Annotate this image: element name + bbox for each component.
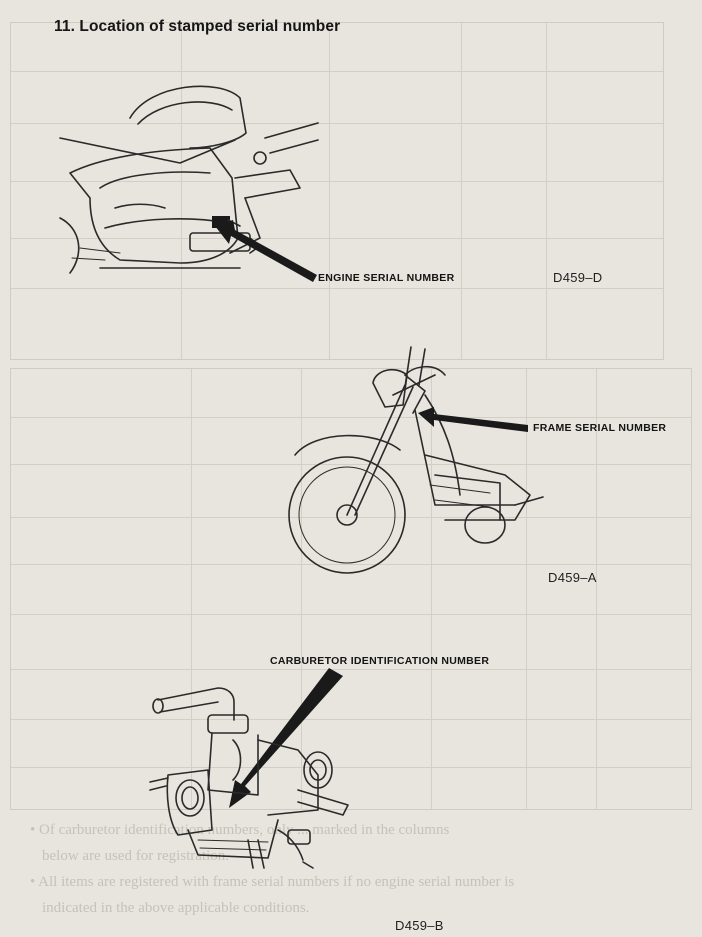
bleed-through-line-3: • All items are registered with frame se… <box>30 874 515 890</box>
engine-figure-code: D459–D <box>553 270 603 285</box>
carburetor-illustration <box>149 687 349 869</box>
frame-pointer-arrow <box>418 407 528 432</box>
carburetor-pointer-arrow <box>229 668 343 808</box>
bleed-through-table-top <box>10 22 664 360</box>
carburetor-figure-code: D459–B <box>395 918 444 933</box>
engine-serial-label: ENGINE SERIAL NUMBER <box>318 272 455 284</box>
bleed-through-line-4: indicated in the above applicable condit… <box>42 900 310 916</box>
section-heading: 11. Location of stamped serial number <box>54 18 341 35</box>
engine-pointer-arrow <box>215 220 317 282</box>
motorcycle-illustration <box>288 346 544 574</box>
bleed-through-table-bottom <box>10 368 692 810</box>
frame-serial-label: FRAME SERIAL NUMBER <box>533 422 667 434</box>
bleed-through-line-2: below are used for registration. <box>42 848 230 864</box>
carburetor-id-label: CARBURETOR IDENTIFICATION NUMBER <box>270 655 490 667</box>
frame-figure-code: D459–A <box>548 570 597 585</box>
bleed-through-line-1: • Of carburetor identification numbers, … <box>30 822 450 838</box>
